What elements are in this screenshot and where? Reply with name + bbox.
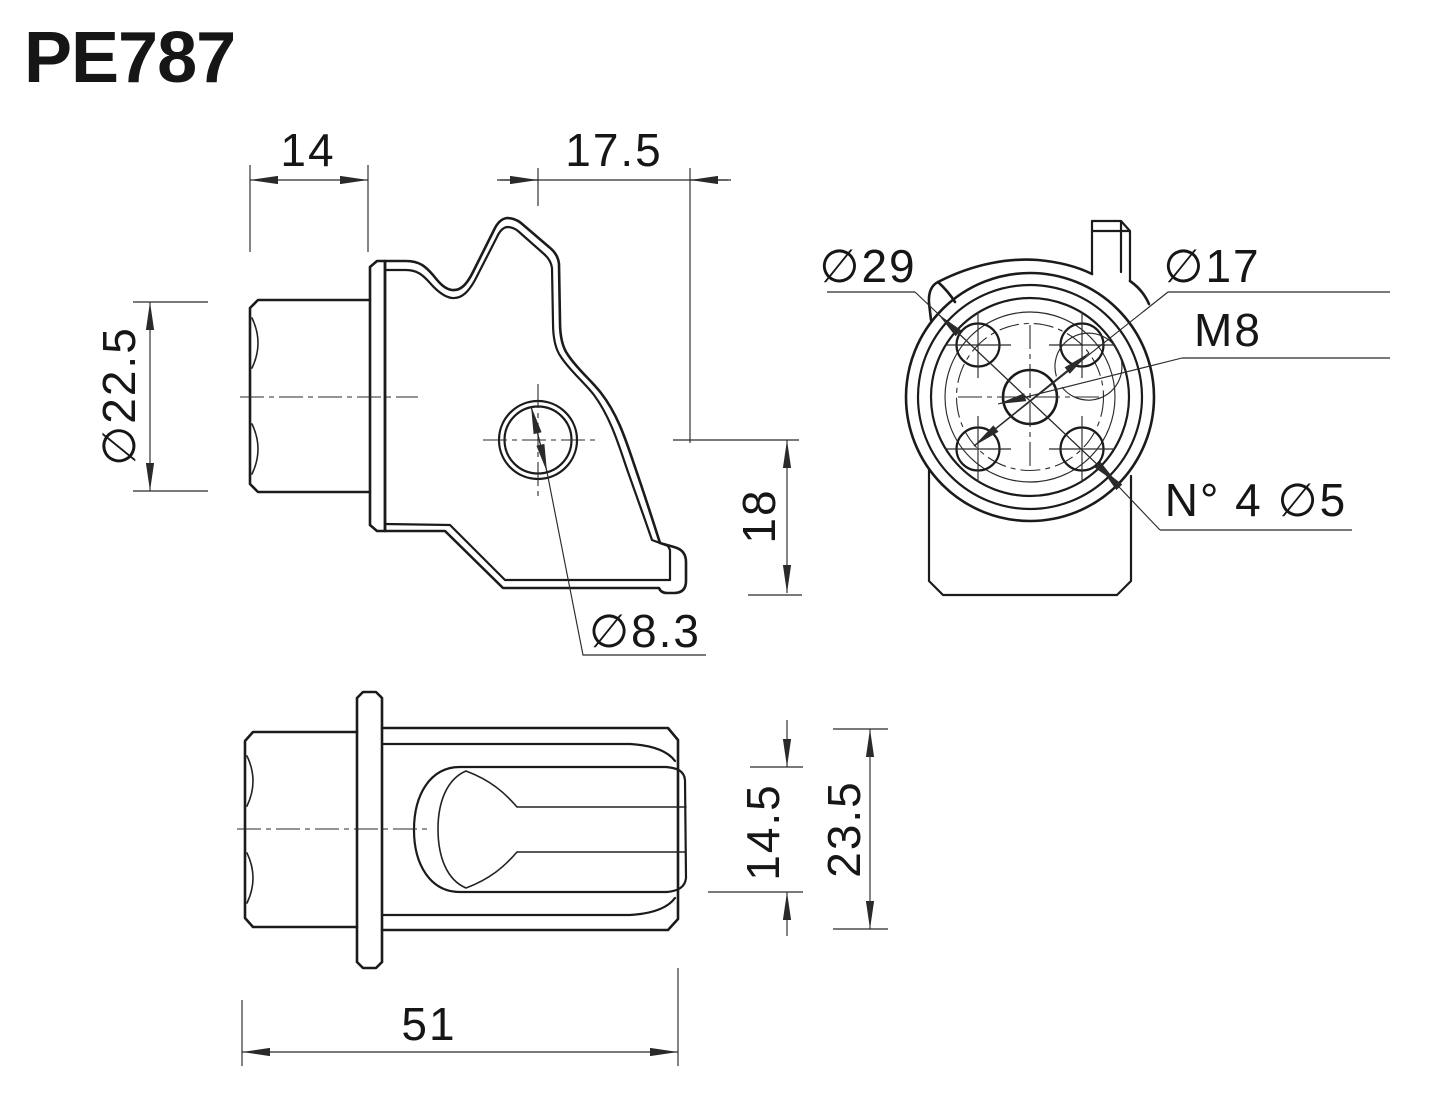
dim-thread-label: M8 [1194, 304, 1262, 356]
end-circle-3 [929, 296, 1131, 498]
dim-spigot-diameter-label: ∅22.5 [93, 326, 145, 466]
dim-overall-length-label: 51 [401, 998, 456, 1050]
dim-bolt-circle-label: ∅17 [1163, 240, 1260, 292]
side-body-outline [383, 216, 688, 595]
dim-body-width-label: 23.5 [818, 780, 870, 878]
end-center-crosshair [958, 325, 1102, 469]
dim-hole-diameter-label: ∅8.3 [589, 605, 701, 657]
bottom-spigot-chamfer-arcs [246, 755, 254, 904]
end-circle-4 [944, 311, 1116, 483]
dim-hole-height: 18 [673, 439, 802, 596]
end-silhouette-crest [936, 258, 1094, 284]
bottom-hex-recess [437, 770, 687, 889]
bottom-spigot-outline [243, 730, 359, 929]
end-key-tab [1090, 219, 1132, 283]
dim-bolt-holes-label: N° 4 ∅5 [1165, 474, 1347, 526]
drawing-title: PE787 [24, 18, 235, 98]
bottom-body-outline [380, 726, 680, 932]
end-circle-2 [916, 283, 1144, 511]
dim-spigot-length: 14 [249, 124, 369, 252]
bottom-socket-pocket [412, 765, 688, 894]
dim-socket-width-label: 14.5 [737, 783, 789, 881]
dim-thread: M8 [997, 304, 1390, 405]
side-body-inner-contour [383, 225, 672, 582]
dim-hole-diameter: ∅8.3 [530, 405, 706, 657]
end-outer-circle [904, 271, 1156, 523]
dim-outer-diameter: ∅29 [819, 240, 1119, 485]
dim-bolt-holes-callout: N° 4 ∅5 [1099, 466, 1352, 531]
dim-spigot-diameter: ∅22.5 [93, 301, 208, 492]
dim-spigot-length-label: 14 [280, 124, 335, 176]
dim-hole-height-label: 18 [733, 488, 785, 543]
dim-outer-diameter-label: ∅29 [819, 240, 916, 292]
bottom-body-inner-lines [380, 742, 677, 917]
end-bottom-block [927, 468, 1133, 597]
bottom-flange-outline [355, 690, 384, 970]
dim-overall-length: 51 [241, 968, 679, 1066]
side-flange-outline [368, 259, 387, 533]
dim-body-length: 17.5 [497, 124, 731, 443]
end-thread-arc [1054, 332, 1123, 401]
dim-socket-width: 14.5 [708, 720, 803, 936]
side-view: 14 17.5 ∅22.5 18 ∅8.3 [93, 124, 802, 657]
side-spigot-chamfer-arcs [251, 317, 259, 475]
side-spigot-outline [248, 298, 372, 494]
dim-bolt-circle: ∅17 [973, 240, 1390, 447]
bottom-view: 14.5 23.5 51 [237, 690, 888, 1066]
dim-body-width: 23.5 [818, 728, 888, 930]
dim-body-length-label: 17.5 [565, 124, 663, 176]
end-silhouette-right [1128, 279, 1151, 306]
end-view: ∅29 ∅17 M8 N° 4 ∅5 [819, 219, 1390, 597]
